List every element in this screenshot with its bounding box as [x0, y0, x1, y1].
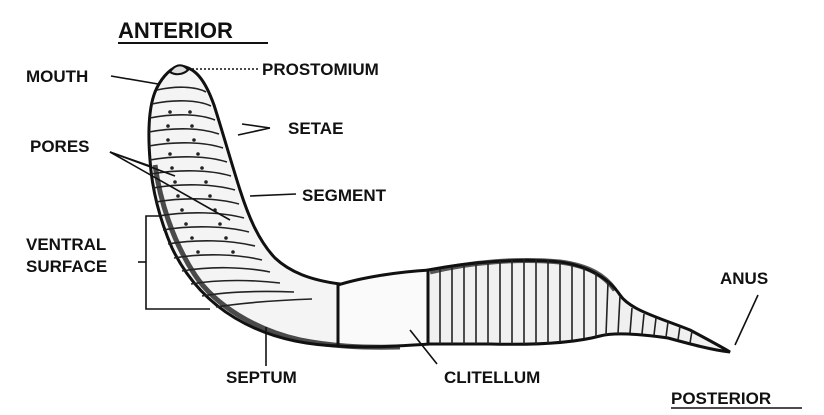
earthworm-body — [149, 65, 730, 352]
ventral-surface-label-line1: VENTRAL — [26, 235, 106, 254]
anus-label: ANUS — [720, 269, 768, 288]
mouth-label: MOUTH — [26, 67, 88, 86]
posterior-label: POSTERIOR — [671, 389, 771, 408]
worm-clitellum — [338, 270, 430, 347]
ventral-surface-label-line2: SURFACE — [26, 257, 107, 276]
clitellum-label: CLITELLUM — [444, 368, 540, 387]
segment-label: SEGMENT — [302, 186, 387, 205]
prostomium-label: PROSTOMIUM — [262, 60, 379, 79]
worm-posterior-body — [428, 260, 730, 352]
anterior-label: ANTERIOR — [118, 18, 233, 43]
setae-label: SETAE — [288, 119, 343, 138]
prostomium-tip — [170, 65, 188, 74]
pores-label: PORES — [30, 137, 90, 156]
septum-label: SEPTUM — [226, 368, 297, 387]
